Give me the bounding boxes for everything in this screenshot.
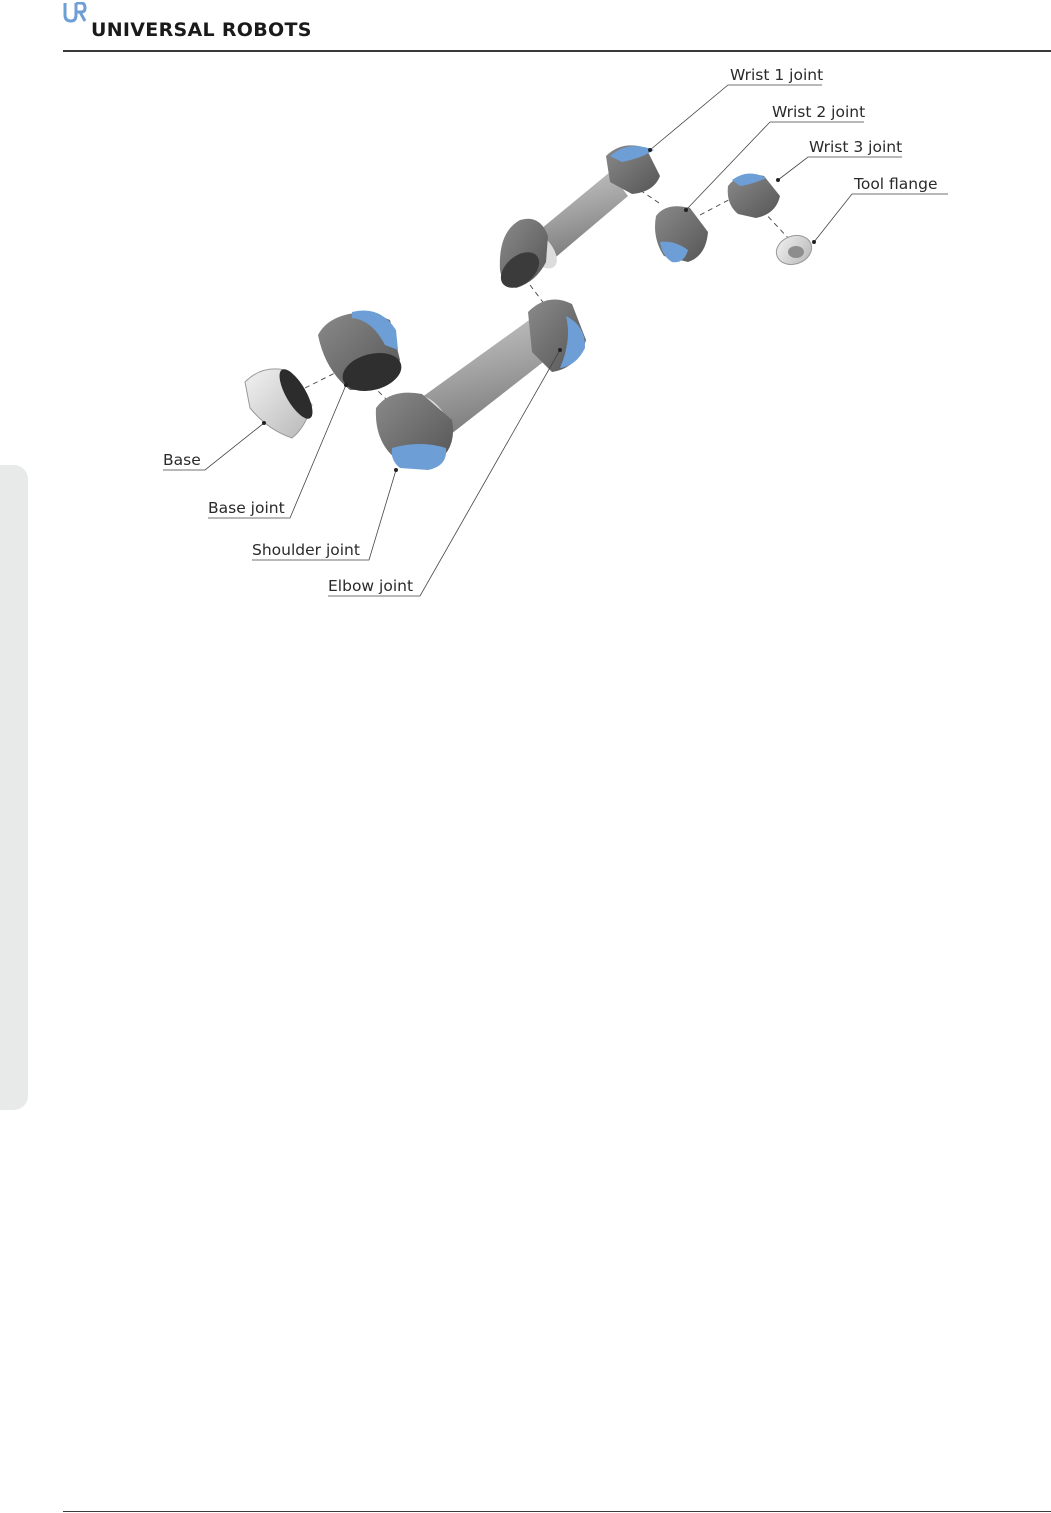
callout-wrist-2-joint: Wrist 2 joint — [772, 103, 865, 121]
callout-wrist-1-joint: Wrist 1 joint — [730, 66, 823, 84]
upper-arm-part — [376, 300, 586, 471]
callout-elbow-joint: Elbow joint — [328, 577, 413, 595]
callout-wrist-3-joint: Wrist 3 joint — [809, 138, 902, 156]
forearm-part — [494, 145, 660, 295]
callout-shoulder-joint: Shoulder joint — [252, 541, 360, 559]
callout-base: Base — [163, 451, 201, 469]
callout-tool-flange: Tool flange — [854, 175, 938, 193]
base-part — [245, 365, 319, 438]
tool-flange-part — [772, 231, 815, 270]
footer-divider — [63, 1511, 1051, 1512]
wrist3-part — [728, 173, 780, 218]
robot-exploded-view-figure: Wrist 1 joint Wrist 2 joint Wrist 3 join… — [0, 0, 1051, 620]
base-joint-part — [318, 310, 406, 397]
callout-base-joint: Base joint — [208, 499, 285, 517]
